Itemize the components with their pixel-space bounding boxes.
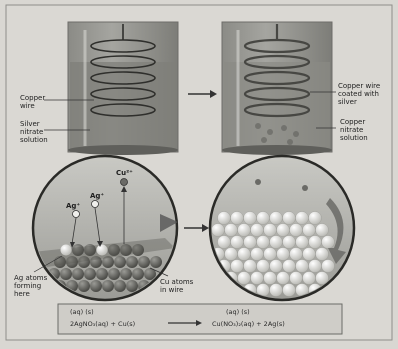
coated-label-line2: coated with [338,90,379,98]
ion-label-ag-2: Ag⁺ [90,192,104,200]
coated-label-line1: Copper wire [338,82,380,90]
left-magnified-view: Ag⁺ Ag⁺ Cu²⁺ [33,156,178,300]
copper-nitrate-label-line1: Copper [340,118,365,126]
silver-nitrate-label-line1: Silver [20,120,40,128]
cu-atoms-label-line1: Cu atoms [160,278,194,286]
right-magnified-view [210,156,354,300]
copper-wire-label-line1: Copper [20,94,45,102]
right-beaker [222,22,332,155]
copper-ion [255,179,261,185]
ag-atoms-label-line2: forming [14,282,41,290]
ag-atoms-label-line1: Ag atoms [14,274,48,282]
silver-nitrate-label-line3: solution [20,136,48,144]
cu-atoms-label-line2: in wire [160,286,183,294]
copper-ion [302,185,308,191]
ag-atoms-label-line3: here [14,290,30,298]
equation-box: (aq) (s) 2AgNO₃(aq) + Cu(s) (aq) (s) Cu(… [58,304,342,334]
copper-wire-label-line2: wire [20,102,35,110]
copper-nitrate-label-line3: solution [340,134,368,142]
left-beaker [68,22,178,155]
ion-label-cu: Cu²⁺ [116,169,133,177]
ion-label-ag-1: Ag⁺ [66,202,80,210]
silver-atom-forming [97,245,108,256]
silver-atom-forming [61,245,72,256]
equation-right-states: (aq) (s) [226,308,250,316]
equation-left: 2AgNO₃(aq) + Cu(s) [70,320,135,328]
coated-label-line3: silver [338,98,357,106]
copper-nitrate-label-line2: nitrate [340,126,363,134]
silver-nitrate-label-line2: nitrate [20,128,43,136]
equation-left-states: (aq) (s) [70,308,94,316]
equation-right: Cu(NO₃)₂(aq) + 2Ag(s) [212,320,285,328]
